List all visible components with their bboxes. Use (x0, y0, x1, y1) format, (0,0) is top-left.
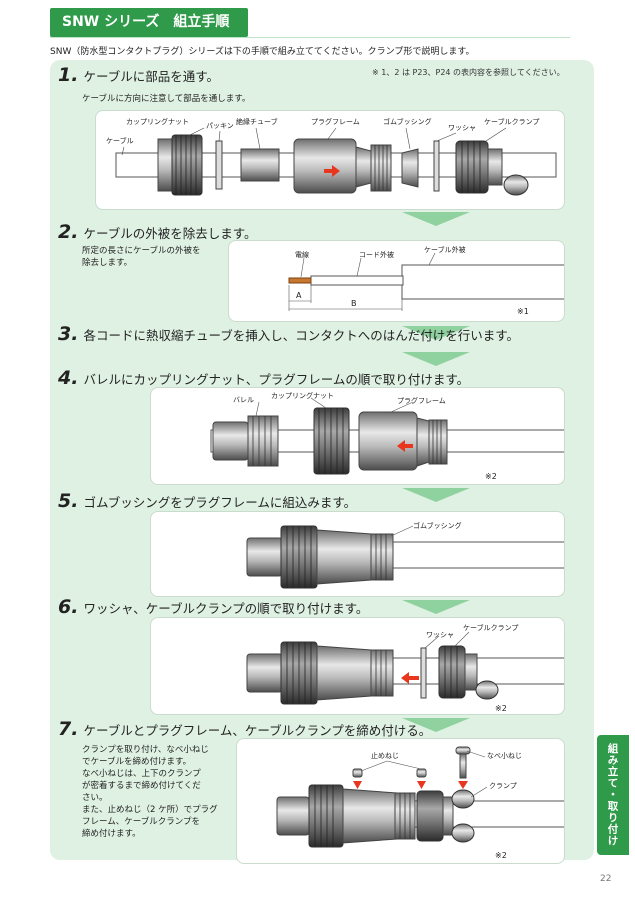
step-4-number: 4. (58, 367, 79, 389)
step-6-number: 6. (58, 596, 79, 618)
label-cable-sheath: ケーブル外被 (424, 246, 466, 254)
step-4-note: ※2 (485, 472, 497, 481)
flow-arrow (402, 212, 470, 226)
section-side-tab: 組み立て・取り付け (597, 735, 629, 855)
label-barrel: バレル (233, 396, 254, 404)
step-7-instruction-line: が密着するまで締め付けてくだ (82, 781, 201, 791)
page-number: 22 (600, 874, 612, 884)
step-6-assembly-illustration (246, 631, 564, 705)
flow-arrow (402, 488, 470, 502)
step-5-number: 5. (58, 490, 79, 512)
step-7-instruction-line: クランプを取り付け、なべ小ねじ (82, 745, 209, 755)
step-6-heading: 6. ワッシャ、ケーブルクランプの順で取り付けます。 (58, 596, 368, 618)
intro-text: SNW（防水型コンタクトプラグ）シリーズは下の手順で組み立ててください。クランプ… (50, 47, 475, 57)
step-7-title: ケーブルとプラグフレーム、ケーブルクランプを締め付ける。 (83, 723, 432, 738)
step-1-diagram: カップリングナット パッキン 絶縁チューブ プラグフレーム ゴムブッシング ワッ… (95, 110, 565, 210)
step-1-heading: 1. ケーブルに部品を通す。 (58, 64, 219, 86)
step-4-diagram: バレル カップリングナット プラグフレーム ※2 (150, 387, 565, 485)
step-1-title: ケーブルに部品を通す。 (83, 69, 219, 84)
step-1-parts-illustration (115, 127, 557, 196)
step-3-number: 3. (58, 323, 79, 345)
step-7-assembly-illustration (276, 746, 564, 848)
label-cord-sheath: コード外被 (359, 251, 394, 259)
step-7-instruction-line: さい。 (82, 793, 108, 803)
step-5-title: ゴムブッシングをプラグフレームに組込みます。 (83, 495, 357, 510)
dimension-b: B (351, 299, 357, 308)
label-coupling-nut: カップリングナット (126, 118, 189, 126)
label-packing: パッキン (206, 122, 234, 130)
label-cable-clamp: ケーブルクランプ (484, 118, 540, 126)
step-5-assembly-illustration (246, 525, 564, 589)
flow-arrow (402, 600, 470, 614)
step-4-assembly-illustration (210, 397, 564, 475)
step-2-description-line-1: 所定の長さにケーブルの外被を (82, 246, 201, 256)
step-7-heading: 7. ケーブルとプラグフレーム、ケーブルクランプを締め付ける。 (58, 718, 431, 740)
step-4-heading: 4. バレルにカップリングナット、プラグフレームの順で取り付けます。 (58, 367, 469, 389)
label-washer: ワッシャ (426, 631, 454, 639)
step-7-instruction-line: なべ小ねじは、上下のクランプ (82, 769, 201, 779)
step-2-title: ケーブルの外被を除去します。 (83, 226, 257, 241)
flow-arrow (402, 326, 470, 340)
step-6-title: ワッシャ、ケーブルクランプの順で取り付けます。 (83, 601, 369, 616)
step-3-heading: 3. 各コードに熱収縮チューブを挿入し、コンタクトへのはんだ付けを行います。 (58, 323, 519, 345)
step-2-description-line-2: 除去します。 (82, 258, 133, 268)
step-7-note: ※2 (495, 851, 507, 860)
step-7-number: 7. (58, 718, 79, 740)
label-rubber-bushing: ゴムブッシング (413, 522, 462, 530)
label-clamp: クランプ (489, 782, 517, 790)
step-1-number: 1. (58, 64, 79, 86)
stripping-illustration (288, 252, 564, 311)
label-plug-frame: プラグフレーム (397, 397, 446, 405)
label-rubber-bushing: ゴムブッシング (383, 118, 432, 126)
step-7-instruction-line: 締め付けます。 (82, 829, 141, 839)
label-insulation-tube: 絶縁チューブ (236, 118, 278, 126)
step-7-instruction-line: でケーブルを締め付けます。 (82, 757, 192, 767)
step-5-heading: 5. ゴムブッシングをプラグフレームに組込みます。 (58, 490, 356, 512)
step-6-note: ※2 (495, 704, 507, 713)
step-2-heading: 2. ケーブルの外被を除去します。 (58, 221, 256, 243)
step-3-title: 各コードに熱収縮チューブを挿入し、コンタクトへのはんだ付けを行います。 (83, 328, 519, 343)
flow-arrow (402, 352, 470, 366)
step-2-diagram: 電線 コード外被 ケーブル外被 A B ※1 (228, 240, 565, 322)
step-1-reference-note: ※ 1、2 は P23、P24 の表内容を参照してください。 (372, 68, 565, 77)
step-5-diagram: ゴムブッシング (150, 511, 565, 597)
label-wire: 電線 (295, 251, 309, 259)
label-cable: ケーブル (106, 137, 134, 145)
page-title: SNW シリーズ 組立手順 (50, 8, 248, 37)
step-1-description: ケーブルに方向に注意して部品を通します。 (82, 94, 251, 104)
step-7-diagram: 止めねじ なべ小ねじ クランプ ※2 (236, 738, 565, 864)
step-7-instruction-line: また、止めねじ（2 ケ所）でプラグ (82, 805, 218, 815)
step-2-number: 2. (58, 221, 79, 243)
label-cable-clamp: ケーブルクランプ (463, 624, 519, 632)
step-2-note: ※1 (517, 307, 529, 316)
label-pan-head-screw: なべ小ねじ (487, 752, 522, 760)
label-coupling-nut: カップリングナット (271, 392, 334, 400)
step-6-diagram: ワッシャ ケーブルクランプ ※2 (150, 617, 565, 715)
dimension-a: A (296, 291, 302, 300)
label-set-screw: 止めねじ (371, 752, 399, 760)
label-washer: ワッシャ (448, 124, 476, 132)
label-plug-frame: プラグフレーム (311, 118, 360, 126)
step-4-title: バレルにカップリングナット、プラグフレームの順で取り付けます。 (83, 372, 470, 387)
step-7-instruction-line: フレーム、ケーブルクランプを (82, 817, 200, 827)
title-underline (50, 37, 570, 38)
step-7-instructions: クランプを取り付け、なべ小ねじ でケーブルを締め付けます。 なべ小ねじは、上下の… (82, 744, 218, 840)
flow-arrow (402, 718, 470, 732)
